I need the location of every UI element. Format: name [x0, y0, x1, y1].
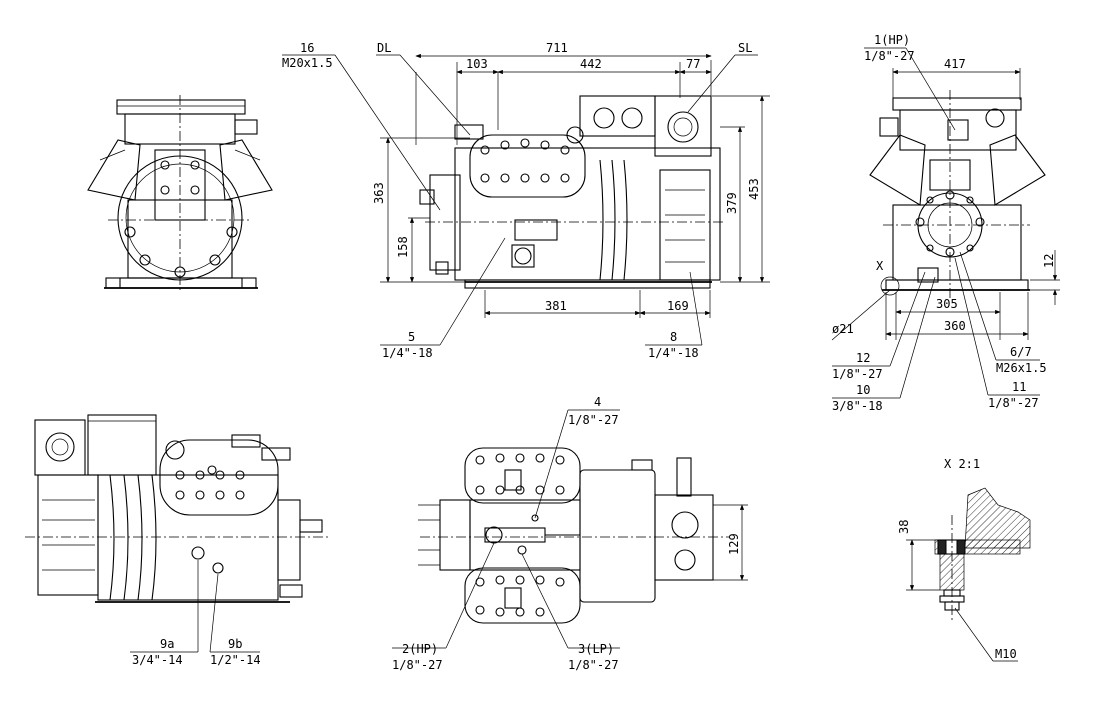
bottom-view-labels: 129 4 1/8"-27 2(HP) 1/8"-27 3(LP) 1/8"-2… — [392, 395, 741, 672]
bottom-view — [392, 409, 748, 649]
callout-16-number: 16 — [300, 41, 314, 55]
dim-305: 305 — [936, 297, 958, 311]
callout-11-spec: 1/8"-27 — [988, 396, 1039, 410]
dim-21: ø21 — [832, 322, 854, 336]
callout-9a-number: 9a — [160, 637, 174, 651]
side-view — [25, 414, 330, 653]
dim-77: 77 — [686, 57, 700, 71]
callout-5-number: 5 — [408, 330, 415, 344]
callout-3lp-spec: 1/8"-27 — [568, 658, 619, 672]
callout-2hp-number: 2(HP) — [402, 642, 438, 656]
dim-363: 363 — [372, 182, 386, 204]
callout-x-mark: X — [876, 259, 884, 273]
callout-2hp-spec: 1/8"-27 — [392, 658, 443, 672]
callout-dl: DL — [377, 41, 391, 55]
detail-title: X 2:1 — [944, 457, 980, 471]
side-view-labels: 9a 3/4"-14 9b 1/2"-14 — [132, 637, 261, 667]
callout-9a-spec: 3/4"-14 — [132, 653, 183, 667]
dim-158: 158 — [396, 236, 410, 258]
callout-m10: M10 — [995, 647, 1017, 661]
callout-10-spec: 3/8"-18 — [832, 399, 883, 413]
dim-360: 360 — [944, 319, 966, 333]
detail-view-x — [906, 487, 1031, 662]
dim-12: 12 — [1042, 254, 1056, 268]
right-view — [831, 47, 1060, 399]
callout-12-number: 12 — [856, 351, 870, 365]
dim-169: 169 — [667, 299, 689, 313]
top-view-labels: 711 103 442 77 363 158 379 453 381 169 1… — [282, 41, 761, 360]
callout-67-number: 6/7 — [1010, 345, 1032, 359]
right-view-labels: 417 305 360 12 ø21 1(HP) 1/8"-27 X 12 1/… — [832, 33, 1056, 413]
callout-67-spec: M26x1.5 — [996, 361, 1047, 375]
callout-10-number: 10 — [856, 383, 870, 397]
callout-16-spec: M20x1.5 — [282, 56, 333, 70]
callout-4-number: 4 — [594, 395, 601, 409]
callout-9b-spec: 1/2"-14 — [210, 653, 261, 667]
callout-4-spec: 1/8"-27 — [568, 413, 619, 427]
dim-381: 381 — [545, 299, 567, 313]
dim-103: 103 — [466, 57, 488, 71]
callout-11-number: 11 — [1012, 380, 1026, 394]
callout-sl: SL — [738, 41, 752, 55]
front-view — [87, 95, 273, 292]
dim-379: 379 — [725, 192, 739, 214]
callout-5-spec: 1/4"-18 — [382, 346, 433, 360]
callout-3lp-number: 3(LP) — [578, 642, 614, 656]
dim-453: 453 — [747, 178, 761, 200]
detail-view-labels: X 2:1 38 M10 — [897, 457, 1017, 661]
callout-1hp-spec: 1/8"-27 — [864, 49, 915, 63]
callout-8-spec: 1/4"-18 — [648, 346, 699, 360]
dim-711: 711 — [546, 41, 568, 55]
dim-442: 442 — [580, 57, 602, 71]
dim-417: 417 — [944, 57, 966, 71]
dim-129: 129 — [727, 533, 741, 555]
dim-38: 38 — [897, 520, 911, 534]
callout-12-spec: 1/8"-27 — [832, 367, 883, 381]
callout-9b-number: 9b — [228, 637, 242, 651]
top-view — [282, 53, 770, 346]
callout-1hp-number: 1(HP) — [874, 33, 910, 47]
callout-8-number: 8 — [670, 330, 677, 344]
